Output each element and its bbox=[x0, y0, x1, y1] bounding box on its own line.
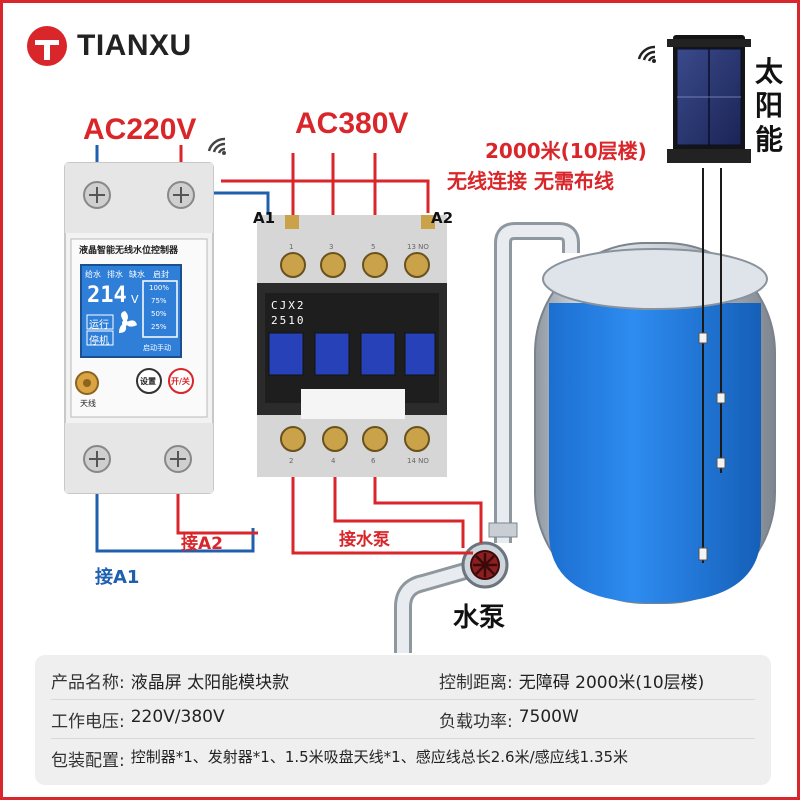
terminal-number: 5 bbox=[371, 243, 376, 251]
set-button: 设置 bbox=[140, 377, 156, 386]
controller-tab: 给水 bbox=[85, 270, 101, 279]
lcd-unit: V bbox=[131, 293, 139, 306]
spec-key: 工作电压: bbox=[51, 711, 125, 732]
wiring-diagram bbox=[27, 26, 776, 653]
spec-row: 包装配置: 控制器*1、发射器*1、1.5米吸盘天线*1、感应线总长2.6米/感… bbox=[51, 739, 755, 778]
lcd-level: 100% bbox=[149, 284, 170, 292]
brand: TIANXU bbox=[69, 23, 192, 69]
label-a2: A2 bbox=[431, 209, 454, 227]
lcd-run: 运行 bbox=[89, 320, 109, 331]
label-distance: 2000米(10层楼) bbox=[485, 139, 647, 163]
sensor-probe bbox=[716, 457, 726, 469]
sensor-probe bbox=[716, 392, 726, 404]
antenna-label: 天线 bbox=[80, 399, 96, 408]
lcd-voltage: 214 bbox=[87, 283, 127, 308]
fan-icon bbox=[119, 311, 137, 333]
wifi-icon bbox=[207, 137, 226, 155]
controller-tab: 缺水 bbox=[129, 270, 145, 279]
terminal-number: 14 NO bbox=[407, 457, 429, 465]
water-level-controller bbox=[64, 162, 214, 494]
spec-value: 220V/380V bbox=[130, 706, 225, 727]
spec-cell: 控制距离: 无障碍 2000米(10层楼) bbox=[403, 668, 755, 693]
controller-tab: 排水 bbox=[107, 270, 123, 279]
spec-row: 产品名称: 液晶屏 太阳能模块款 控制距离: 无障碍 2000米(10层楼) bbox=[51, 661, 755, 700]
spec-key: 控制距离: bbox=[439, 672, 513, 693]
lcd-mode: 启动手动 bbox=[143, 344, 171, 352]
terminal-number: 2 bbox=[289, 457, 294, 465]
spec-key: 负载功率: bbox=[439, 711, 513, 732]
spec-value: 液晶屏 太阳能模块款 bbox=[130, 672, 290, 693]
contactor-model: CJX2 bbox=[271, 299, 306, 312]
spec-value: 控制器*1、发射器*1、1.5米吸盘天线*1、感应线总长2.6米/感应线1.35… bbox=[130, 748, 629, 766]
contactor-rating: 2510 bbox=[271, 314, 306, 327]
label-wireless: 无线连接 无需布线 bbox=[447, 169, 614, 193]
spec-cell: 包装配置: 控制器*1、发射器*1、1.5米吸盘天线*1、感应线总长2.6米/感… bbox=[51, 746, 755, 771]
water-tank bbox=[534, 168, 776, 604]
label-connect-a1: 接A1 bbox=[95, 567, 140, 588]
water-pipe bbox=[394, 222, 580, 653]
spec-key: 产品名称: bbox=[51, 672, 125, 693]
label-connect-pump: 接水泵 bbox=[339, 530, 390, 550]
wifi-icon bbox=[637, 45, 656, 63]
spec-key: 包装配置: bbox=[51, 751, 125, 771]
label-pump: 水泵 bbox=[453, 603, 506, 633]
spec-cell: 工作电压: 220V/380V bbox=[51, 707, 403, 732]
spec-row: 工作电压: 220V/380V 负载功率: 7500W bbox=[51, 700, 755, 739]
ac-contactor bbox=[257, 215, 447, 477]
wire-connect-a1 bbox=[95, 473, 255, 553]
solar-transmitter bbox=[667, 35, 751, 163]
terminal-number: 1 bbox=[289, 243, 294, 251]
spec-cell: 产品名称: 液晶屏 太阳能模块款 bbox=[51, 668, 403, 693]
label-connect-a2: 接A2 bbox=[181, 534, 223, 554]
label-ac380: AC380V bbox=[295, 107, 409, 140]
label-solar: 太 阳 能 bbox=[755, 55, 784, 156]
spec-cell: 负载功率: 7500W bbox=[403, 707, 755, 732]
terminal-number: 3 bbox=[329, 243, 334, 251]
label-a1: A1 bbox=[253, 209, 276, 227]
lcd-level: 75% bbox=[151, 297, 167, 305]
terminal-number: 13 NO bbox=[407, 243, 429, 251]
lcd-level: 25% bbox=[151, 323, 167, 331]
brand-name: TIANXU bbox=[77, 29, 192, 62]
pump-valve bbox=[461, 541, 509, 589]
controller-tab: 启封 bbox=[153, 270, 169, 279]
lcd-level: 50% bbox=[151, 310, 167, 318]
spec-value: 7500W bbox=[518, 706, 579, 727]
sensor-probe bbox=[698, 332, 708, 344]
label-ac220: AC220V bbox=[83, 113, 197, 146]
spec-value: 无障碍 2000米(10层楼) bbox=[518, 672, 705, 693]
lcd-stop: 停机 bbox=[89, 336, 109, 347]
brand-logo-icon bbox=[27, 26, 67, 66]
sensor-probe bbox=[698, 547, 708, 561]
terminal-number: 6 bbox=[371, 457, 376, 465]
spec-table: 产品名称: 液晶屏 太阳能模块款 控制距离: 无障碍 2000米(10层楼) 工… bbox=[35, 655, 771, 785]
onoff-button: 开/关 bbox=[171, 377, 190, 386]
water-fill bbox=[549, 303, 761, 603]
terminal-number: 4 bbox=[331, 457, 336, 465]
controller-title: 液晶智能无线水位控制器 bbox=[79, 246, 179, 256]
